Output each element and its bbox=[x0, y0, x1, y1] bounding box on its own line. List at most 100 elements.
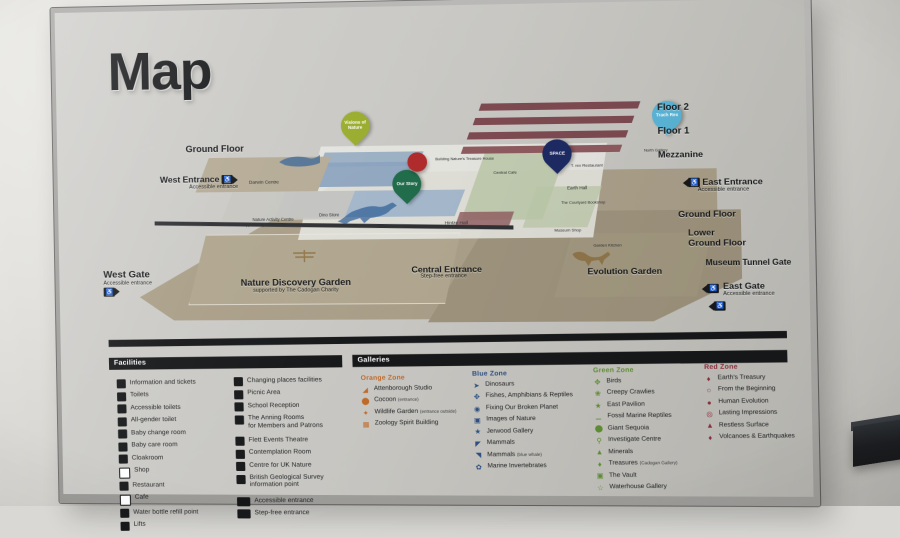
gallery-label: Human Evolution bbox=[718, 397, 769, 405]
gallery-item: ⚲Investigate Centre bbox=[595, 436, 699, 446]
map-sign-board: Map bbox=[50, 0, 821, 531]
gallery-item: ✦Wildlife Garden (entrance outside) bbox=[362, 408, 474, 418]
gallery-item: ★ East Pavilion bbox=[594, 401, 698, 411]
map-pin-our-story-label: Our Story bbox=[396, 180, 418, 186]
fish-icon: ✥ bbox=[473, 394, 480, 402]
facilities-column-2: Changing places facilities Picnic Area S… bbox=[233, 376, 366, 522]
facility-label: Baby care room bbox=[131, 441, 178, 449]
zone-title-red: Red Zone bbox=[703, 363, 738, 372]
facilities-column-1: Information and tickets Toilets Accessib… bbox=[116, 378, 237, 534]
arrow-right-icon bbox=[232, 175, 239, 184]
garden-nature-discovery-sub: supported by The Cadogan Charity bbox=[253, 287, 339, 294]
gallery-label: Giant Sequoia bbox=[607, 424, 650, 432]
gallery-item: ◎Lasting Impressions bbox=[705, 409, 812, 420]
accessible-icon-east-gate: ♿ bbox=[713, 301, 726, 311]
gallery-item: ▲Restless Surface bbox=[706, 421, 813, 432]
gallery-item: ✿ Marine Invertebrates bbox=[474, 462, 594, 472]
floor-label-ground: Ground Floor bbox=[678, 208, 736, 220]
invertebrates-icon: ✿ bbox=[475, 464, 482, 472]
treasures-icon: ♦ bbox=[597, 461, 602, 469]
entrance-west-entrance-sub: Accessible entrance bbox=[189, 184, 239, 191]
entrance-east-gate-name: East Gate bbox=[722, 280, 765, 292]
east-gate-arrow-group: ♿ bbox=[708, 297, 726, 316]
entrance-east-entrance-sub: Accessible entrance bbox=[697, 186, 750, 194]
place-nature-activity-centre-name: Nature Activity Centre bbox=[252, 216, 294, 223]
dinosaur-icon: ➤ bbox=[473, 382, 480, 390]
zoology-icon: ▦ bbox=[362, 421, 370, 429]
whale-icon: ◥ bbox=[475, 452, 482, 460]
gallery-label: Fixing Our Broken Planet bbox=[485, 403, 559, 412]
vault-icon: ▣ bbox=[596, 473, 604, 481]
gallery-item: ➤Dinosaurs bbox=[472, 380, 592, 391]
facility-item: Baby change room bbox=[117, 428, 234, 439]
lift-icon bbox=[120, 521, 130, 531]
contemplation-icon bbox=[235, 449, 246, 459]
map-pin-red-marker[interactable] bbox=[407, 152, 428, 172]
shop-icon bbox=[119, 467, 131, 479]
gallery-item: ✥Fishes, Amphibians & Reptiles bbox=[473, 392, 593, 402]
facility-label: Information and tickets bbox=[129, 378, 196, 387]
skull-icon: ● bbox=[706, 399, 712, 407]
facility-item: Restaurant bbox=[119, 481, 235, 491]
facility-label: Water bottle refill point bbox=[133, 508, 199, 516]
dinosaur-silhouette-icon bbox=[337, 202, 398, 225]
page-title: Map bbox=[107, 41, 212, 103]
all-gender-toilet-icon bbox=[117, 417, 127, 427]
theatre-icon bbox=[235, 436, 245, 446]
gallery-label: Mammals bbox=[487, 450, 516, 459]
gallery-zone-orange: Orange Zone ◢Attenborough Studio ⬤Cocoon… bbox=[361, 374, 474, 433]
place-earth-hall: Earth Hall bbox=[567, 185, 588, 191]
map-pin-visions-label: Visions of Nature bbox=[344, 119, 366, 130]
gallery-label: East Pavilion bbox=[607, 400, 645, 409]
gallery-item: ♦Volcanoes & Earthquakes bbox=[706, 432, 813, 443]
cocoon-icon: ⬤ bbox=[361, 398, 370, 406]
floor-label-floor-2: Floor 2 bbox=[657, 101, 689, 113]
place-darwin-centre: Darwin Centre bbox=[248, 179, 279, 185]
star-icon: ★ bbox=[594, 402, 602, 410]
insect-icon: ❀ bbox=[594, 390, 602, 398]
facility-label: Centre for UK Nature bbox=[249, 461, 312, 469]
gallery-label: Images of Nature bbox=[486, 415, 536, 423]
entrance-west-gate: West Gate Accessible entrance ♿ bbox=[103, 269, 152, 297]
gallery-item: ◉Fixing Our Broken Planet bbox=[473, 403, 593, 414]
place-central-cafe: Central Cafe bbox=[493, 169, 517, 175]
entrance-museum-tunnel-gate-name: Museum Tunnel Gate bbox=[705, 257, 792, 268]
floor-label-lower-ground: Lower Ground Floor bbox=[687, 227, 747, 248]
changing-places-icon bbox=[233, 377, 244, 387]
gallery-label: Marine Invertebrates bbox=[487, 462, 547, 470]
map-pin-visions-of-nature[interactable]: Visions of Nature bbox=[334, 105, 376, 146]
gallery-label: Volcanoes & Earthquakes bbox=[719, 432, 796, 441]
gallery-label-group: Mammals (blue whale) bbox=[487, 450, 542, 459]
gallery-item: ♦Earth's Treasury bbox=[704, 373, 811, 384]
gem-icon: ♦ bbox=[706, 375, 711, 383]
entrance-central-entrance: Central Entrance Step-free entrance bbox=[411, 264, 482, 281]
gallery-label: Minerals bbox=[608, 447, 634, 456]
gallery-label: Cocoon bbox=[374, 396, 397, 404]
entrance-west-gate-sub: Accessible entrance bbox=[103, 280, 153, 287]
wildlife-garden-icon: ✦ bbox=[362, 409, 369, 417]
gallery-item: ♦Treasures (Cadogan Gallery) bbox=[596, 460, 700, 469]
baby-care-icon bbox=[118, 442, 128, 452]
facility-label: Flett Events Theatre bbox=[248, 435, 309, 444]
gallery-item: ▦Zoology Spirit Building bbox=[362, 419, 474, 429]
gallery-item: ▣ Images of Nature bbox=[473, 415, 593, 426]
images-icon: ▣ bbox=[473, 417, 482, 425]
facility-label: Restaurant bbox=[132, 481, 165, 489]
facility-label: Lifts bbox=[133, 521, 146, 529]
gallery-label: Jerwood Gallery bbox=[486, 427, 534, 435]
gallery-label: The Vault bbox=[608, 471, 637, 479]
volcano-icon: ▲ bbox=[706, 423, 714, 431]
garden-nature-discovery-name: Nature Discovery Garden bbox=[240, 277, 352, 288]
map-red-mezzanine bbox=[466, 130, 629, 140]
accessible-icon: ♿ bbox=[221, 175, 234, 185]
sign-board-wrapper: Map bbox=[50, 0, 821, 531]
section-divider bbox=[108, 330, 788, 347]
facility-label: Baby change room bbox=[131, 428, 187, 437]
sauropod-silhouette-icon bbox=[572, 251, 611, 267]
floor-label-floor-1: Floor 1 bbox=[657, 125, 690, 136]
sign-face: Map bbox=[54, 0, 814, 531]
gallery-sublabel: (entrance outside) bbox=[419, 408, 457, 414]
accessible-icon-west-gate: ♿ bbox=[103, 287, 115, 297]
